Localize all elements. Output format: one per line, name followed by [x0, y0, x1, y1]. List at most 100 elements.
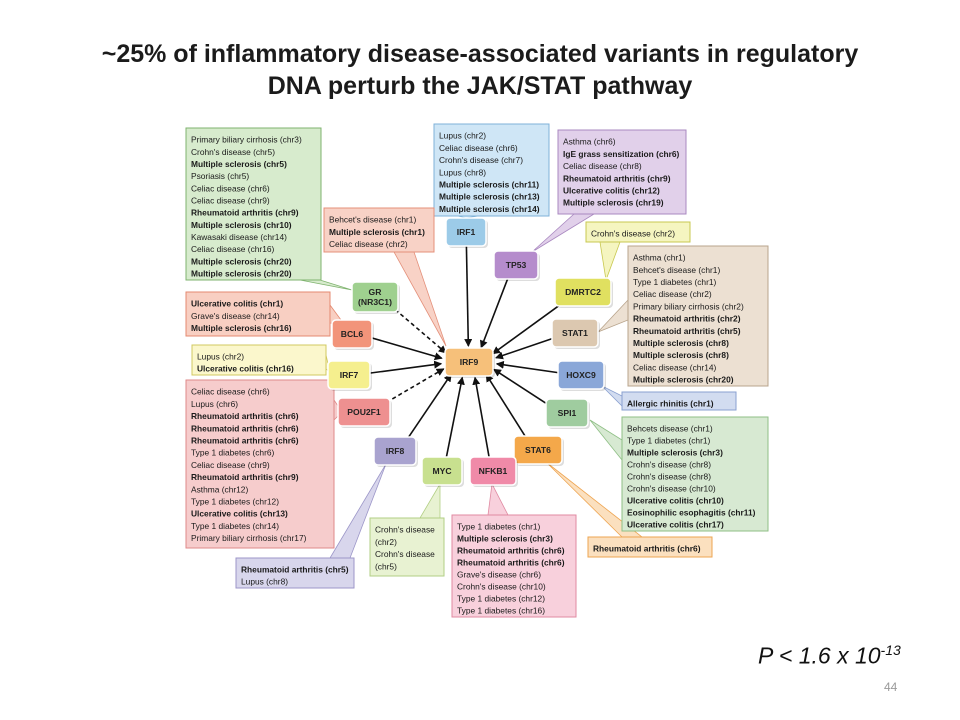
disease-entry: Type 1 diabetes (chr1): [627, 436, 711, 446]
disease-box-irf1: Lupus (chr2)Celiac disease (chr6)Crohn's…: [433, 123, 550, 217]
disease-entry: Crohn's disease (chr2): [591, 229, 675, 239]
gene-node-label: STAT1: [562, 328, 588, 338]
disease-entry: Asthma (chr1): [633, 253, 686, 263]
gene-node-irf7: IRF7: [327, 360, 372, 391]
disease-box-bg: [557, 129, 687, 215]
disease-entry: Rheumatoid arthritis (chr6): [593, 544, 701, 554]
slide-number: 44: [884, 680, 898, 694]
disease-entry: Rheumatoid arthritis (chr6): [457, 546, 565, 556]
disease-entry: (chr2): [375, 537, 397, 547]
gene-node-label: BCL6: [341, 329, 364, 339]
disease-box-bg: [621, 391, 737, 411]
gene-node-bg: [327, 360, 371, 390]
gene-node-myc: MYC: [421, 456, 464, 487]
disease-entry: Primary biliary cirrhosis (chr2): [633, 301, 744, 311]
disease-box-bcl6: Ulcerative colitis (chr1) Grave's disease…: [185, 291, 331, 337]
callout-pointer-gr: [299, 279, 353, 291]
disease-entry: (chr5): [375, 561, 397, 571]
disease-box-bg: [323, 207, 435, 253]
disease-entry: Ulcerative colitis (chr1): [191, 299, 283, 309]
disease-entry: Rheumatoid arthritis (chr2): [633, 314, 741, 324]
gene-node-gr: GR(NR3C1): [351, 281, 400, 314]
disease-entry: Celiac disease (chr6): [191, 183, 270, 193]
disease-entry: Grave's disease (chr14): [191, 311, 280, 321]
disease-entry: Rheumatoid arthritis (chr6): [191, 436, 299, 446]
disease-entry: Crohn's disease: [375, 549, 435, 559]
disease-entry: Crohn's disease (chr8): [627, 472, 711, 482]
callout-pointer-spi1: [589, 419, 623, 462]
arrow-stat1-to-irf9: [495, 335, 558, 360]
disease-entry: Ulcerative colitis (chr10): [627, 496, 724, 506]
gene-node-irf9-center: IRF9: [444, 347, 495, 378]
gene-node-label: (NR3C1): [358, 297, 392, 307]
disease-box-irf7: Lupus (chr2)Ulcerative colitis (chr16): [191, 344, 327, 376]
disease-entry: Multiple sclerosis (chr16): [191, 323, 292, 333]
disease-box-pou2f1: Celiac disease (chr6)Lupus (chr6)Rheumat…: [185, 379, 335, 549]
disease-entry: Multiple sclerosis (chr1): [329, 227, 425, 237]
arrow-stat6-to-irf9: [485, 373, 528, 440]
disease-entry: Rheumatoid arthritis (chr9): [563, 173, 671, 183]
gene-node-label: MYC: [432, 466, 451, 476]
disease-box-tp53: Asthma (chr6)IgE grass sensitization (ch…: [557, 129, 687, 215]
disease-entry: Crohn's disease: [375, 525, 435, 535]
disease-box-gr: Primary biliary cirrhosis (chr3)Crohn's …: [185, 127, 322, 281]
gene-node-stat6: STAT6: [513, 435, 564, 466]
gene-node-bg: [445, 217, 487, 247]
gene-node-bg: [551, 318, 599, 348]
arrow-hoxc9-to-irf9: [495, 360, 564, 375]
gene-node-label: SPI1: [558, 408, 577, 418]
disease-entry: IgE grass sensitization (chr6): [563, 149, 680, 159]
gene-node-label: TP53: [506, 260, 527, 270]
disease-box-stat6: Rheumatoid arthritis (chr6): [587, 536, 713, 558]
gene-node-label: HOXC9: [566, 370, 596, 380]
disease-entry: Rheumatoid arthritis (chr6): [191, 423, 299, 433]
disease-entry: Type 1 diabetes (chr1): [457, 522, 541, 532]
disease-entry: Behcet's disease (chr1): [633, 265, 720, 275]
gene-node-stat1: STAT1: [551, 318, 600, 349]
arrow-irf1-to-irf9: [464, 245, 473, 348]
disease-entry: Behcets disease (chr1): [627, 424, 713, 434]
disease-entry: Kawasaki disease (chr14): [191, 232, 287, 242]
disease-box-spi1: Behcets disease (chr1) Type 1 diabetes (c…: [621, 416, 769, 532]
disease-entry: Celiac disease (chr9): [191, 460, 270, 470]
disease-entry: Multiple sclerosis (chr20): [191, 256, 292, 266]
disease-entry: Celiac disease (chr2): [329, 239, 408, 249]
gene-node-label: IRF8: [386, 446, 405, 456]
disease-entry: Behcet's disease (chr1): [329, 215, 416, 225]
gene-node-bg: [373, 436, 417, 466]
callout-pointer-nfkb1: [487, 482, 509, 516]
gene-node-hoxc9: HOXC9: [557, 360, 606, 391]
disease-entry: Type 1 diabetes (chr14): [191, 521, 279, 531]
gene-node-label: IRF7: [340, 370, 359, 380]
disease-box-dmrtc2: Crohn's disease (chr2): [585, 221, 691, 243]
gene-node-bg: [337, 397, 391, 427]
disease-entry: Type 1 diabetes (chr12): [457, 594, 545, 604]
disease-entry: Multiple sclerosis (chr3): [457, 534, 553, 544]
gene-node-tp53: TP53: [493, 250, 540, 281]
disease-entry: Multiple sclerosis (chr14): [439, 204, 540, 214]
gene-node-label: NFKB1: [479, 466, 508, 476]
arrow-irf8-to-irf9: [405, 373, 452, 441]
disease-box-myc: Crohn's disease (chr2) Crohn's disease (chr…: [369, 517, 445, 577]
gene-node-label: GR: [369, 287, 383, 297]
disease-entry: Multiple sclerosis (chr11): [439, 180, 539, 190]
callout-pointer-bcl6: [393, 251, 447, 347]
disease-entry: Celiac disease (chr6): [191, 387, 270, 397]
disease-entry: Multiple sclerosis (chr3): [627, 448, 723, 458]
disease-entry: Multiple sclerosis (chr5): [191, 159, 287, 169]
disease-entry: Crohn's disease (chr7): [439, 155, 523, 165]
disease-entry: Celiac disease (chr8): [563, 161, 642, 171]
disease-entry: Primary biliary cirrhosis (chr3): [191, 135, 302, 145]
disease-entry: Type 1 diabetes (chr1): [633, 277, 717, 287]
disease-box-bg: [369, 517, 445, 577]
disease-entry: Primary biliary cirrhosis (chr17): [191, 533, 307, 543]
disease-box-bg: [627, 245, 769, 387]
callout-pointer-tp53: [531, 213, 596, 253]
disease-box-bg: [621, 416, 769, 532]
gene-node-label: IRF9: [460, 357, 479, 367]
p-value-text: P < 1.6 x 10: [758, 642, 881, 669]
disease-entry: Celiac disease (chr2): [633, 289, 712, 299]
arrow-gr-to-irf9: [389, 304, 447, 354]
slide-title-line-2: DNA perturb the JAK/STAT pathway: [267, 72, 693, 100]
disease-box-irf8: Rheumatoid arthritis (chr5)Lupus (chr8): [235, 557, 355, 589]
